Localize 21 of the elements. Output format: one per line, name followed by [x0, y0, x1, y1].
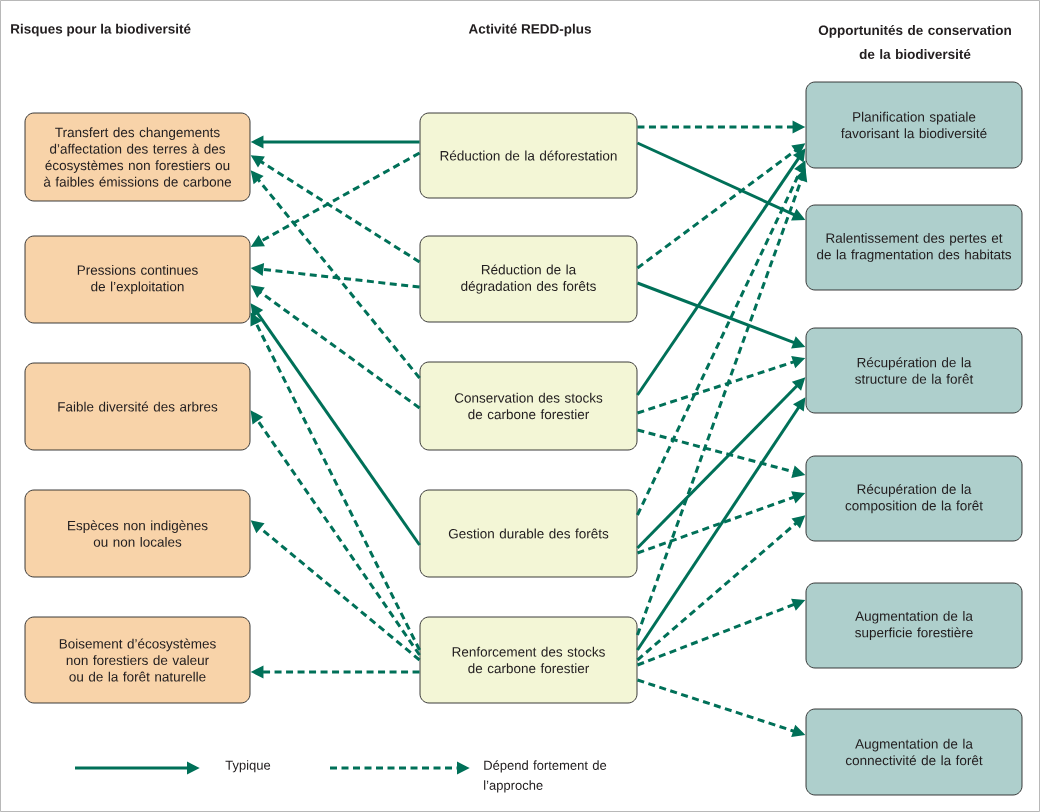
risk-box: Espèces non indigènes ou non locales — [24, 489, 251, 578]
activity-box: Réduction de la dégradation des forêts — [419, 235, 638, 323]
risk-box: Boisement d’écosystèmes non forestiers de valeur ou de la forêt naturelle — [24, 616, 251, 704]
opportunity-box: Planification spatiale favorisant la biodiversité — [805, 81, 1023, 169]
opportunity-box: Récupération de la structure de la forêt — [805, 327, 1023, 414]
risk-box: Transfert des changements d’affectation des terres à des écosystèmes non forestiers ou à faibles émissions de carbone — [24, 112, 251, 202]
opportunity-box: Ralentissement des pertes et de la fragmentation des habitats — [805, 204, 1023, 291]
column-heading: Opportunités de conservation de la biodiversité — [818, 25, 1011, 59]
opportunity-box: Augmentation de la connectivité de la forêt — [805, 708, 1023, 796]
risk-box: Faible diversité des arbres — [24, 362, 251, 451]
activity-box: Conservation des stocks de carbone forestier — [419, 361, 638, 451]
risk-box: Pressions continues de l’exploitation — [24, 235, 251, 324]
activity-box: Renforcement des stocks de carbone forestier — [419, 616, 638, 704]
column-heading: Activité REDD-plus — [468, 23, 591, 37]
activity-box: Gestion durable des forêts — [419, 489, 638, 578]
opportunity-box: Récupération de la composition de la forêt — [805, 455, 1023, 542]
column-heading: Risques pour la biodiversité — [11, 23, 191, 37]
opportunity-box: Augmentation de la superficie forestière — [805, 582, 1023, 669]
activity-box: Réduction de la déforestation — [419, 112, 638, 199]
legend-text: Dépend fortement de l’approche — [484, 760, 607, 793]
legend-text: Typique — [225, 760, 271, 773]
